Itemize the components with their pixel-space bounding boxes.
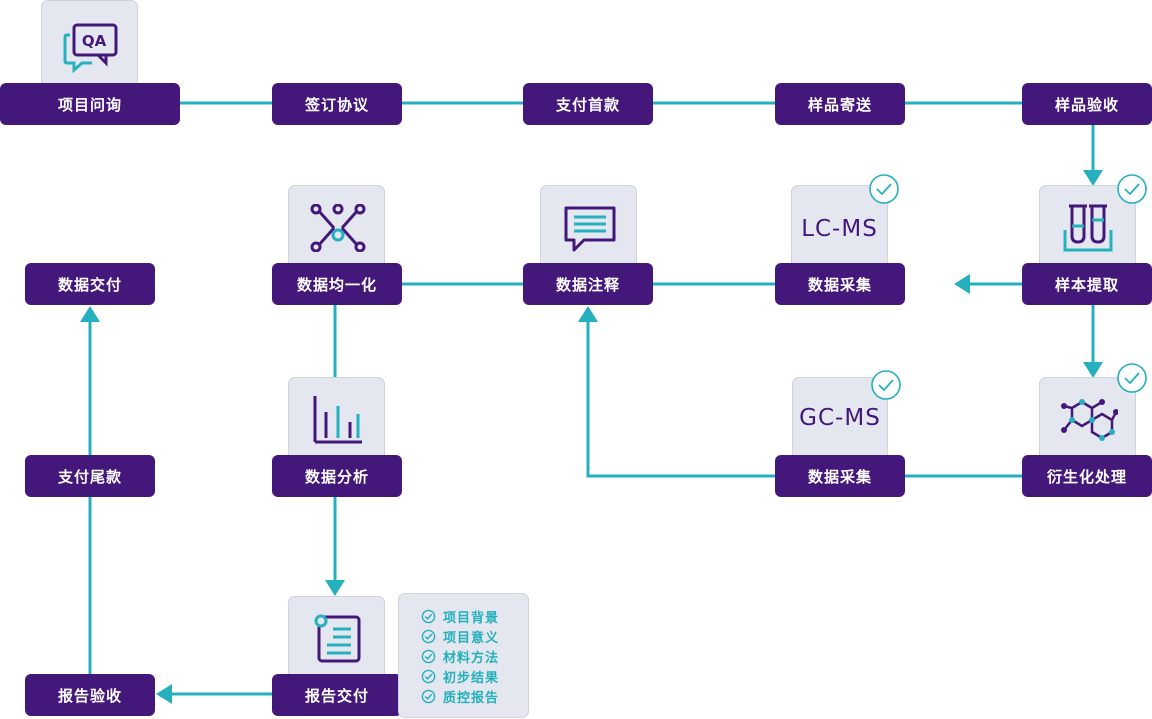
extraction-card (1039, 185, 1136, 277)
check-circle-icon (421, 629, 436, 643)
qa-card: QA (41, 0, 138, 92)
list-item: 项目背景 (421, 606, 528, 626)
analysis-card (288, 377, 385, 469)
check-circle-icon (421, 609, 436, 623)
step-sample-extraction: 样本提取 (1022, 263, 1152, 305)
check-circle-icon (869, 174, 899, 204)
check-circle-icon (1117, 174, 1147, 204)
arrow-down (1083, 170, 1103, 186)
network-nodes-icon (310, 204, 366, 252)
report-item-label: 项目背景 (443, 610, 500, 626)
gc-ms-label: GC-MS (799, 405, 881, 431)
list-item: 质控报告 (421, 686, 528, 706)
step-sign-agreement: 签订协议 (272, 83, 402, 125)
report-item-label: 材料方法 (443, 650, 500, 666)
bar-chart-icon (313, 396, 362, 444)
message-lines-icon (564, 206, 616, 252)
normalization-card (288, 185, 385, 277)
arrow-down (325, 580, 345, 596)
list-item: 初步结果 (421, 666, 528, 686)
step-data-delivery: 数据交付 (25, 263, 155, 305)
lc-ms-card: LC-MS (791, 185, 888, 277)
derivatization-card (1039, 377, 1136, 469)
qa-chat-icon: QA (63, 23, 118, 74)
step-report-acceptance: 报告验收 (25, 674, 155, 716)
check-circle-icon (1117, 363, 1147, 393)
check-circle-icon (871, 370, 901, 400)
report-item-label: 初步结果 (443, 670, 500, 686)
report-item-label: 项目意义 (443, 630, 500, 646)
report-item-label: 质控报告 (443, 690, 500, 706)
step-sample-shipping: 样品寄送 (775, 83, 905, 125)
step-data-normalization: 数据均一化 (272, 263, 402, 305)
step-pay-first: 支付首款 (523, 83, 653, 125)
report-card (288, 596, 385, 688)
arrow-left (954, 274, 970, 294)
test-tubes-icon (1063, 204, 1113, 252)
molecule-icon (1061, 399, 1118, 441)
check-circle-icon (421, 669, 436, 683)
list-item: 材料方法 (421, 646, 528, 666)
step-data-collection-lc: 数据采集 (775, 263, 905, 305)
check-circle-icon (421, 649, 436, 663)
step-derivatization: 衍生化处理 (1022, 455, 1152, 497)
report-document-icon (314, 614, 361, 663)
annotation-card (540, 185, 637, 277)
step-data-analysis: 数据分析 (272, 455, 402, 497)
arrow-up (80, 306, 100, 322)
arrow-left (156, 684, 172, 704)
check-circle-icon (421, 689, 436, 703)
arrow-up (578, 306, 598, 322)
step-report-delivery: 报告交付 (272, 674, 402, 716)
list-item: 项目意义 (421, 626, 528, 646)
step-data-collection-gc: 数据采集 (775, 455, 905, 497)
step-pay-final: 支付尾款 (25, 455, 155, 497)
step-data-annotation: 数据注释 (523, 263, 653, 305)
step-sample-acceptance: 样品验收 (1022, 83, 1152, 125)
report-contents-list: 项目背景 项目意义 材料方法 初步结果 质控报告 (398, 593, 529, 718)
gc-ms-card: GC-MS (792, 377, 888, 469)
lc-ms-label: LC-MS (801, 216, 878, 242)
arrow-down (1083, 362, 1103, 378)
connector-line (586, 320, 777, 478)
step-project-inquiry: 项目问询 (0, 83, 180, 125)
svg-text:QA: QA (82, 32, 107, 50)
